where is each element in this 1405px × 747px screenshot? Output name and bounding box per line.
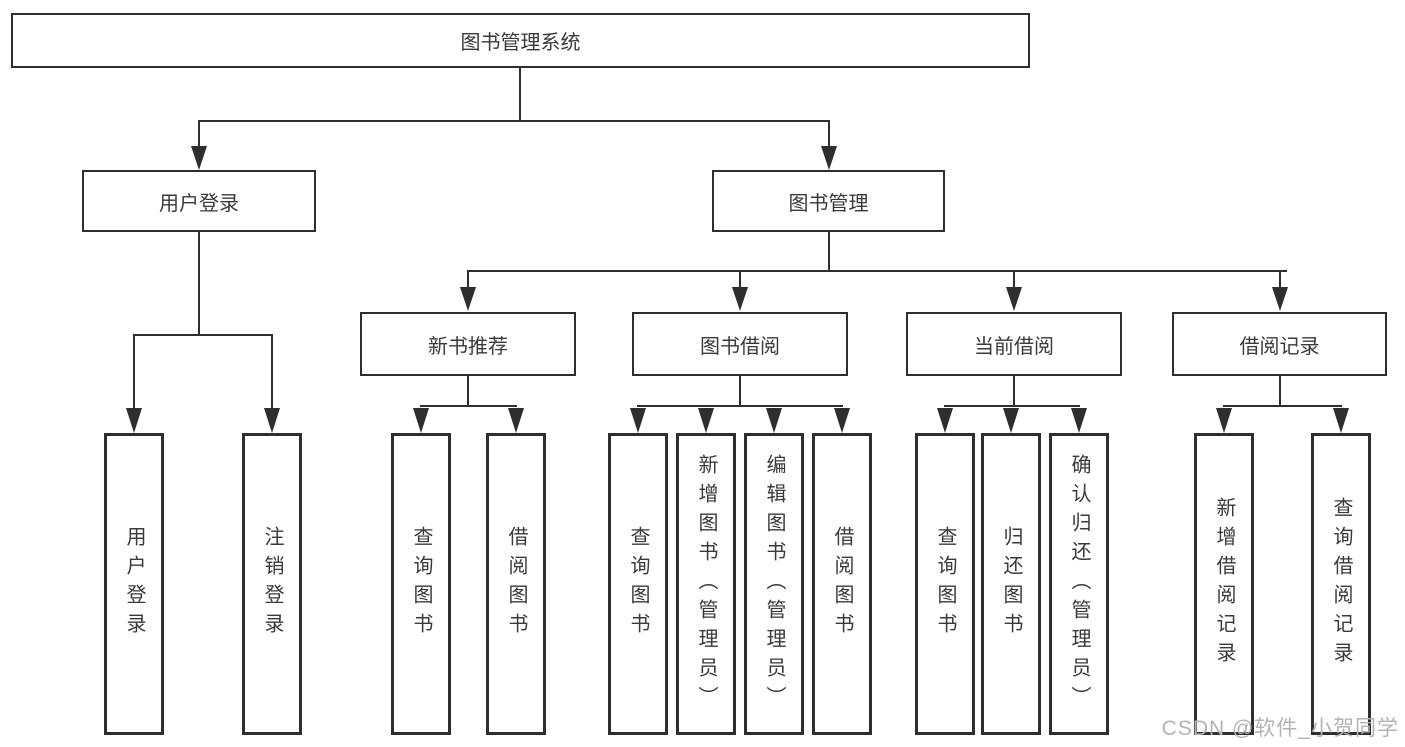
connector-book-mgmt-stem (828, 232, 830, 272)
leaf-logout-label: 注销登录 (261, 526, 283, 642)
node-book-management-label: 图书管理 (788, 192, 869, 215)
arrowhead (698, 408, 714, 433)
node-book-borrowing: 图书借阅 (632, 312, 848, 376)
connector-level3-drop (1013, 270, 1015, 289)
connector-borrowing-stem (739, 376, 741, 406)
leaf-add-books-admin: 新增图书（管理员） (676, 433, 736, 735)
arrowhead (1333, 408, 1349, 433)
arrowhead (766, 408, 782, 433)
watermark: CSDN @软件_小贺同学 (1161, 717, 1399, 740)
leaf-confirm-return-admin: 确认归还（管理员） (1049, 433, 1109, 735)
leaf-query-borrow-record: 查询借阅记录 (1311, 433, 1371, 735)
connector-borrowing-bar (637, 405, 843, 407)
connector-user-login-bar (133, 334, 273, 336)
connector-recommend-bar (420, 405, 517, 407)
node-borrowing-records-label: 借阅记录 (1239, 335, 1320, 358)
arrowhead (834, 408, 850, 433)
leaf-query-books-borrowing-label: 查询图书 (627, 526, 649, 642)
leaf-query-books-recommend: 查询图书 (391, 433, 451, 735)
leaf-return-books-label: 归还图书 (1000, 526, 1022, 642)
arrowhead (732, 287, 748, 311)
connector-current-stem (1013, 376, 1015, 406)
leaf-query-borrow-record-label: 查询借阅记录 (1330, 497, 1352, 671)
connector-level2-bar (198, 120, 830, 122)
connector-root-stem (519, 68, 521, 121)
connector-user-login-drop (198, 120, 200, 147)
arrowhead (1006, 287, 1022, 311)
arrowhead (191, 146, 207, 170)
arrowhead (821, 146, 837, 170)
leaf-query-books-current: 查询图书 (915, 433, 975, 735)
leaf-borrow-books-recommend-label: 借阅图书 (505, 526, 527, 642)
arrowhead (630, 408, 646, 433)
leaf-query-books-borrowing: 查询图书 (608, 433, 668, 735)
leaf-edit-books-admin: 编辑图书（管理员） (744, 433, 804, 735)
arrowhead (460, 287, 476, 311)
node-new-book-recommendation-label: 新书推荐 (428, 335, 508, 358)
connector-leaf-drop (133, 334, 135, 409)
arrowhead (264, 408, 280, 433)
node-current-borrowing-label: 当前借阅 (974, 335, 1054, 358)
connector-book-mgmt-drop (828, 120, 830, 147)
leaf-add-borrow-record-label: 新增借阅记录 (1213, 497, 1235, 671)
arrowhead (126, 408, 142, 433)
connector-records-bar (1223, 405, 1342, 407)
arrowhead (937, 408, 953, 433)
node-current-borrowing: 当前借阅 (906, 312, 1122, 376)
connector-user-login-stem (198, 232, 200, 335)
leaf-query-books-current-label: 查询图书 (934, 526, 956, 642)
node-book-management: 图书管理 (712, 170, 945, 232)
arrowhead (1071, 408, 1087, 433)
leaf-borrow-books-borrowing-label: 借阅图书 (831, 526, 853, 642)
leaf-user-login-label: 用户登录 (123, 526, 145, 642)
leaf-return-books: 归还图书 (981, 433, 1041, 735)
connector-records-stem (1279, 376, 1281, 406)
connector-current-bar (944, 405, 1080, 407)
node-book-borrowing-label: 图书借阅 (700, 335, 780, 358)
leaf-borrow-books-borrowing: 借阅图书 (812, 433, 872, 735)
leaf-confirm-return-admin-label: 确认归还（管理员） (1068, 453, 1090, 715)
node-borrowing-records: 借阅记录 (1172, 312, 1387, 376)
leaf-query-books-recommend-label: 查询图书 (410, 526, 432, 642)
node-root-label: 图书管理系统 (460, 32, 581, 54)
leaf-logout: 注销登录 (242, 433, 302, 735)
connector-level3-bar (467, 270, 1287, 272)
leaf-add-borrow-record: 新增借阅记录 (1194, 433, 1254, 735)
leaf-borrow-books-recommend: 借阅图书 (486, 433, 546, 735)
leaf-add-books-admin-label: 新增图书（管理员） (695, 453, 717, 715)
node-user-login: 用户登录 (82, 170, 316, 232)
arrowhead (1272, 287, 1288, 311)
arrowhead (413, 408, 429, 433)
arrowhead (508, 408, 524, 433)
arrowhead (1216, 408, 1232, 433)
connector-leaf-drop (271, 334, 273, 409)
leaf-user-login: 用户登录 (104, 433, 164, 735)
arrowhead (1003, 408, 1019, 433)
node-new-book-recommendation: 新书推荐 (360, 312, 576, 376)
connector-recommend-stem (467, 376, 469, 406)
node-root: 图书管理系统 (11, 13, 1030, 68)
connector-level3-drop (1279, 270, 1281, 289)
leaf-edit-books-admin-label: 编辑图书（管理员） (763, 453, 785, 715)
connector-level3-drop (467, 270, 469, 289)
node-user-login-label: 用户登录 (159, 192, 239, 215)
connector-level3-drop (739, 270, 741, 289)
